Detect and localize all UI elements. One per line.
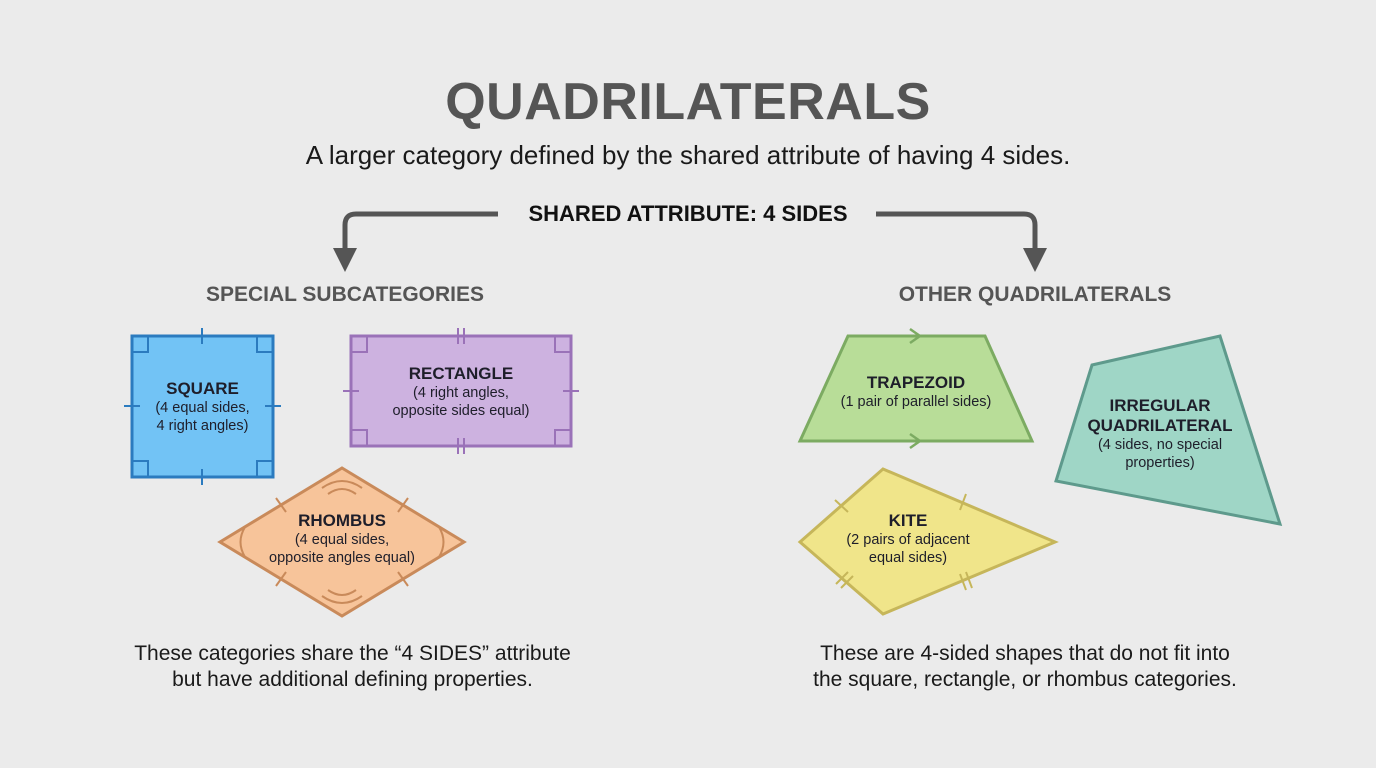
square-label: SQUARE (4 equal sides, 4 right angles) <box>132 379 273 435</box>
trapezoid-label: TRAPEZOID (1 pair of parallel sides) <box>806 373 1026 411</box>
rectangle-description: (4 right angles, opposite sides equal) <box>392 385 530 419</box>
shared-attribute-label: SHARED ATTRIBUTE: 4 SIDES <box>528 201 848 226</box>
rectangle-shape <box>343 328 579 454</box>
right-arrowhead-icon <box>1023 248 1047 272</box>
square-name: SQUARE <box>166 379 239 398</box>
rhombus-label: RHOMBUS (4 equal sides, opposite angles … <box>232 511 452 567</box>
rectangle-label: RECTANGLE (4 right angles, opposite side… <box>351 364 571 420</box>
irregular-quadrilateral-name: IRREGULAR QUADRILATERAL <box>1087 396 1233 435</box>
trapezoid-description: (1 pair of parallel sides) <box>840 394 992 410</box>
rhombus-shape <box>217 466 467 618</box>
rectangle-name: RECTANGLE <box>408 364 514 383</box>
special-footer-text: These categories share the “4 SIDES” att… <box>134 642 571 691</box>
other-quadrilaterals-heading: OTHER QUADRILATERALS <box>898 283 1172 306</box>
kite-description: (2 pairs of adjacent equal sides) <box>846 532 970 566</box>
trapezoid-name: TRAPEZOID <box>866 373 966 392</box>
square-shape <box>124 328 281 485</box>
rhombus-name: RHOMBUS <box>298 511 386 530</box>
square-description: (4 equal sides, 4 right angles) <box>155 400 250 434</box>
right-branch-arrow <box>876 211 1038 250</box>
kite-name: KITE <box>888 511 928 530</box>
special-subcategories-heading: SPECIAL SUBCATEGORIES <box>205 283 485 306</box>
irregular-quadrilateral-description: (4 sides, no special properties) <box>1097 437 1223 471</box>
rhombus-description: (4 equal sides, opposite angles equal) <box>269 532 415 566</box>
kite-shape <box>797 467 1059 616</box>
other-footer-text: These are 4-sided shapes that do not fit… <box>813 642 1237 691</box>
page-subtitle: A larger category defined by the shared … <box>305 140 1071 170</box>
left-branch-arrow <box>342 211 498 250</box>
left-arrowhead-icon <box>333 248 357 272</box>
trapezoid-shape <box>797 327 1035 450</box>
page-title: QUADRILATERALS <box>445 73 931 131</box>
irregular-quadrilateral-shape <box>1054 334 1283 526</box>
kite-label: KITE (2 pairs of adjacent equal sides) <box>798 511 1018 567</box>
irregular-quadrilateral-label: IRREGULAR QUADRILATERAL (4 sides, no spe… <box>1060 396 1260 472</box>
